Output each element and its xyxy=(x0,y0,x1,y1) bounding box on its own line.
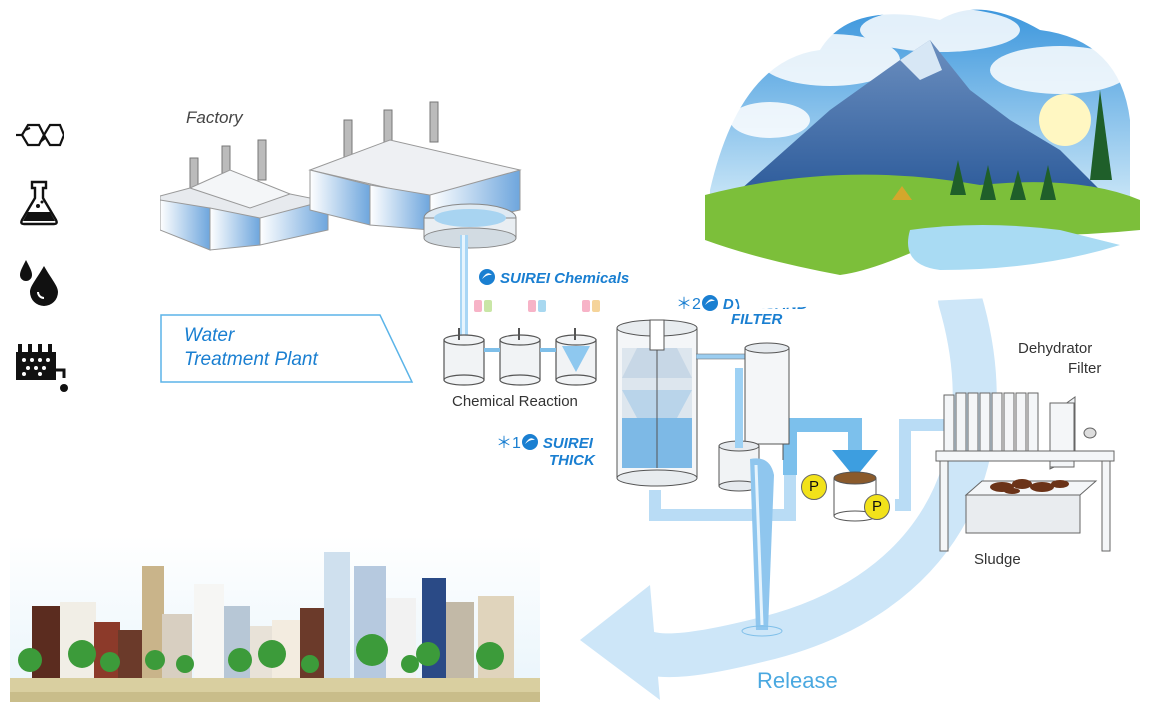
feed-pipe xyxy=(783,418,862,475)
chemical-reaction-label: Chemical Reaction xyxy=(452,393,578,410)
flask-icon xyxy=(14,178,64,228)
suirei-logo-icon xyxy=(521,434,538,450)
dynasand-filter-unit xyxy=(718,342,790,492)
plant-label-line1: Water xyxy=(184,325,235,346)
pipe-to-filter xyxy=(696,353,752,360)
water-stream xyxy=(460,235,468,345)
molecule-icon xyxy=(14,110,64,160)
brand-chemicals-name: SUIREI Chemicals xyxy=(500,270,630,287)
dehydrator-label-line1: Dehydrator xyxy=(1018,340,1093,357)
brand-filter-note: ＊2 xyxy=(676,296,701,313)
suirei-logo-icon xyxy=(701,295,718,311)
suirei-logo-icon xyxy=(479,269,495,285)
brand-suirei-thick: ＊1 SUIREI xyxy=(496,433,593,452)
pump-2: P xyxy=(864,494,890,520)
brand-thick-line1: SUIREI xyxy=(542,435,593,452)
release-arrow-head xyxy=(580,585,660,700)
chemical-reaction-tanks xyxy=(443,300,600,386)
release-waterfall xyxy=(741,458,783,637)
thickener-tank xyxy=(616,319,698,487)
brand-thick-line2: THICK xyxy=(549,452,595,469)
dehydrator-pipe xyxy=(895,419,945,511)
pump-1: P xyxy=(801,474,827,500)
city-skyline xyxy=(10,536,540,702)
brand-suirei-chemicals: SUIREI Chemicals xyxy=(478,268,629,286)
factory-illustration xyxy=(160,101,522,251)
feed-arrow-head xyxy=(832,450,878,478)
plant-label-frame xyxy=(160,314,414,383)
brand-thick-note: ＊1 xyxy=(496,435,521,452)
dehydrator-filter xyxy=(935,392,1115,552)
sludge-pipe xyxy=(649,475,796,521)
sludge-label: Sludge xyxy=(974,551,1021,568)
mountain-landscape xyxy=(680,0,1160,310)
plant-label-line2: Treatment Plant xyxy=(184,349,318,370)
release-label: Release xyxy=(757,668,838,693)
dehydrator-label-line2: Filter xyxy=(1068,360,1102,377)
dispenser-icon xyxy=(14,340,68,398)
brand-filter-line2: FILTER xyxy=(731,311,783,328)
oil-drop-icon xyxy=(14,256,64,306)
factory-label: Factory xyxy=(186,108,243,127)
